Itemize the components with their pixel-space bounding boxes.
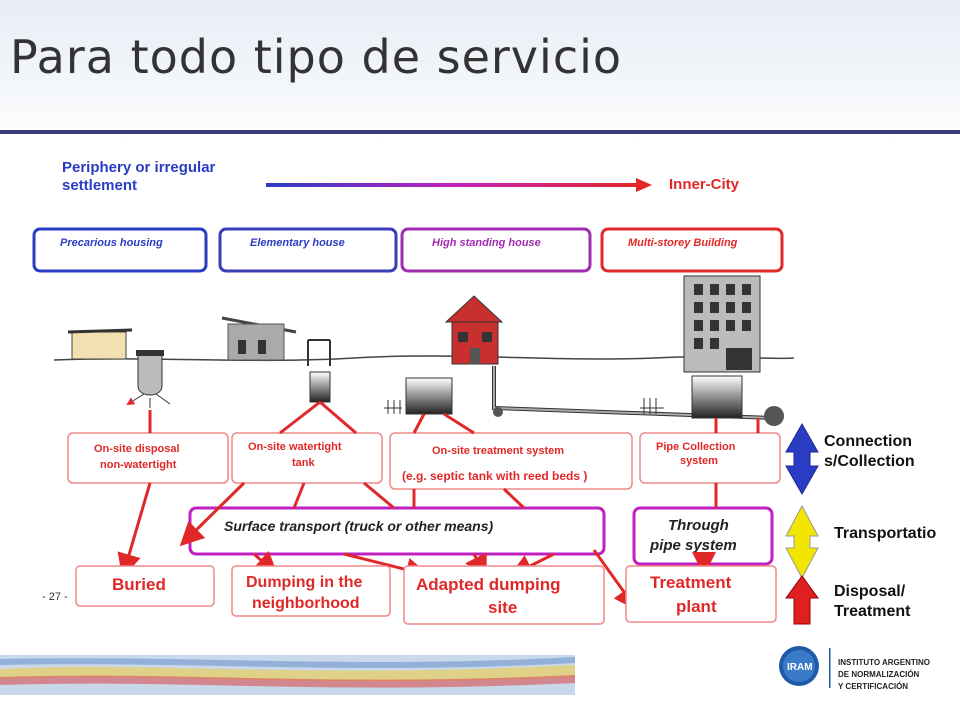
logo-line1: INSTITUTO ARGENTINO xyxy=(838,658,930,667)
logo-mark: IRAM xyxy=(787,662,813,673)
housing-box-precarious xyxy=(32,227,208,273)
disposal-buried-line1: Buried xyxy=(112,575,166,594)
stage-arrow-transport xyxy=(785,504,819,580)
onsite-treatment-line1: On-site treatment system xyxy=(432,445,564,457)
disposal-dumping-line1: Dumping in the xyxy=(246,574,363,591)
onsite-box-watertight xyxy=(231,432,383,484)
disposal-adapted-line2: site xyxy=(488,598,517,617)
slide-background xyxy=(0,0,960,140)
title-rule xyxy=(0,130,960,134)
housing-box-multi-storey xyxy=(600,227,784,273)
precarious-hut-illustration xyxy=(67,328,171,408)
onsite-box-disposal xyxy=(67,432,229,484)
elementary-house-illustration xyxy=(221,316,331,403)
slide-title: Para todo tipo de servicio xyxy=(10,30,623,84)
footer-stripes xyxy=(0,655,575,695)
onsite-box-treatment xyxy=(389,432,633,490)
onsite-box-pipe-collection xyxy=(639,432,781,484)
surface-transport-label: Surface transport (truck or other means) xyxy=(224,518,494,534)
ground-line xyxy=(53,355,795,362)
logo-text: INSTITUTO ARGENTINO DE NORMALIZACIÓN Y C… xyxy=(838,657,930,693)
multi-storey-building-illustration xyxy=(640,275,784,426)
stage-connection-line1: Connection xyxy=(824,433,912,450)
housing-box-high-standing xyxy=(400,227,592,273)
connector-lines xyxy=(148,400,760,435)
housing-box-elementary xyxy=(218,227,398,273)
disposal-box-dumping xyxy=(231,565,391,617)
housing-label-precarious: Precarious housing xyxy=(60,237,163,249)
stage-transport-label: Transportatio xyxy=(834,525,936,542)
disposal-box-treatment xyxy=(625,565,777,623)
disposal-dumping-line2: neighborhood xyxy=(252,595,360,612)
onsite-disposal-line1: On-site disposal xyxy=(94,443,180,455)
disposal-box-adapted xyxy=(403,565,605,625)
onsite-watertight-line1: On-site watertight xyxy=(248,441,342,453)
onsite-disposal-line2: non-watertight xyxy=(100,459,177,471)
housing-label-multi-storey: Multi-storey Building xyxy=(628,237,738,249)
onsite-treatment-line2: (e.g. septic tank with reed beds ) xyxy=(402,469,587,483)
housing-label-high-standing: High standing house xyxy=(432,237,541,249)
axis-arrowhead xyxy=(636,178,652,192)
stage-connection-line2: s/Collection xyxy=(824,453,915,470)
page-number: - 27 - xyxy=(42,591,68,603)
disposal-adapted-line1: Adapted dumping xyxy=(416,575,560,594)
onsite-pipe-line2: system xyxy=(680,455,718,467)
stage-arrow-connection xyxy=(785,422,819,496)
disposal-treatment-line2: plant xyxy=(676,597,717,616)
stage-disposal-line2: Treatment xyxy=(834,603,911,620)
housing-label-elementary: Elementary house xyxy=(250,237,345,249)
stage-arrow-disposal xyxy=(785,575,819,625)
disposal-box-buried xyxy=(75,565,215,607)
axis-left-label-line2: settlement xyxy=(62,177,137,194)
axis-gradient-bar xyxy=(266,183,636,187)
pipe-system-line2: pipe system xyxy=(649,537,737,554)
logo-line3: Y CERTIFICACIÓN xyxy=(838,682,909,691)
onsite-pipe-line1: Pipe Collection xyxy=(656,441,736,453)
pipe-system-line1: Through xyxy=(668,517,729,534)
stage-disposal-line1: Disposal/ xyxy=(834,583,906,600)
axis-right-label: Inner-City xyxy=(669,176,740,193)
onsite-watertight-line2: tank xyxy=(292,457,316,469)
high-standing-house-illustration xyxy=(384,295,775,420)
iram-logo: IRAM xyxy=(779,646,831,688)
sanitation-diagram: Periphery or irregular settlement Inner-… xyxy=(4,146,956,640)
logo-line2: DE NORMALIZACIÓN xyxy=(838,670,920,679)
axis-left-label-line1: Periphery or irregular xyxy=(62,159,216,176)
disposal-treatment-line1: Treatment xyxy=(650,573,732,592)
